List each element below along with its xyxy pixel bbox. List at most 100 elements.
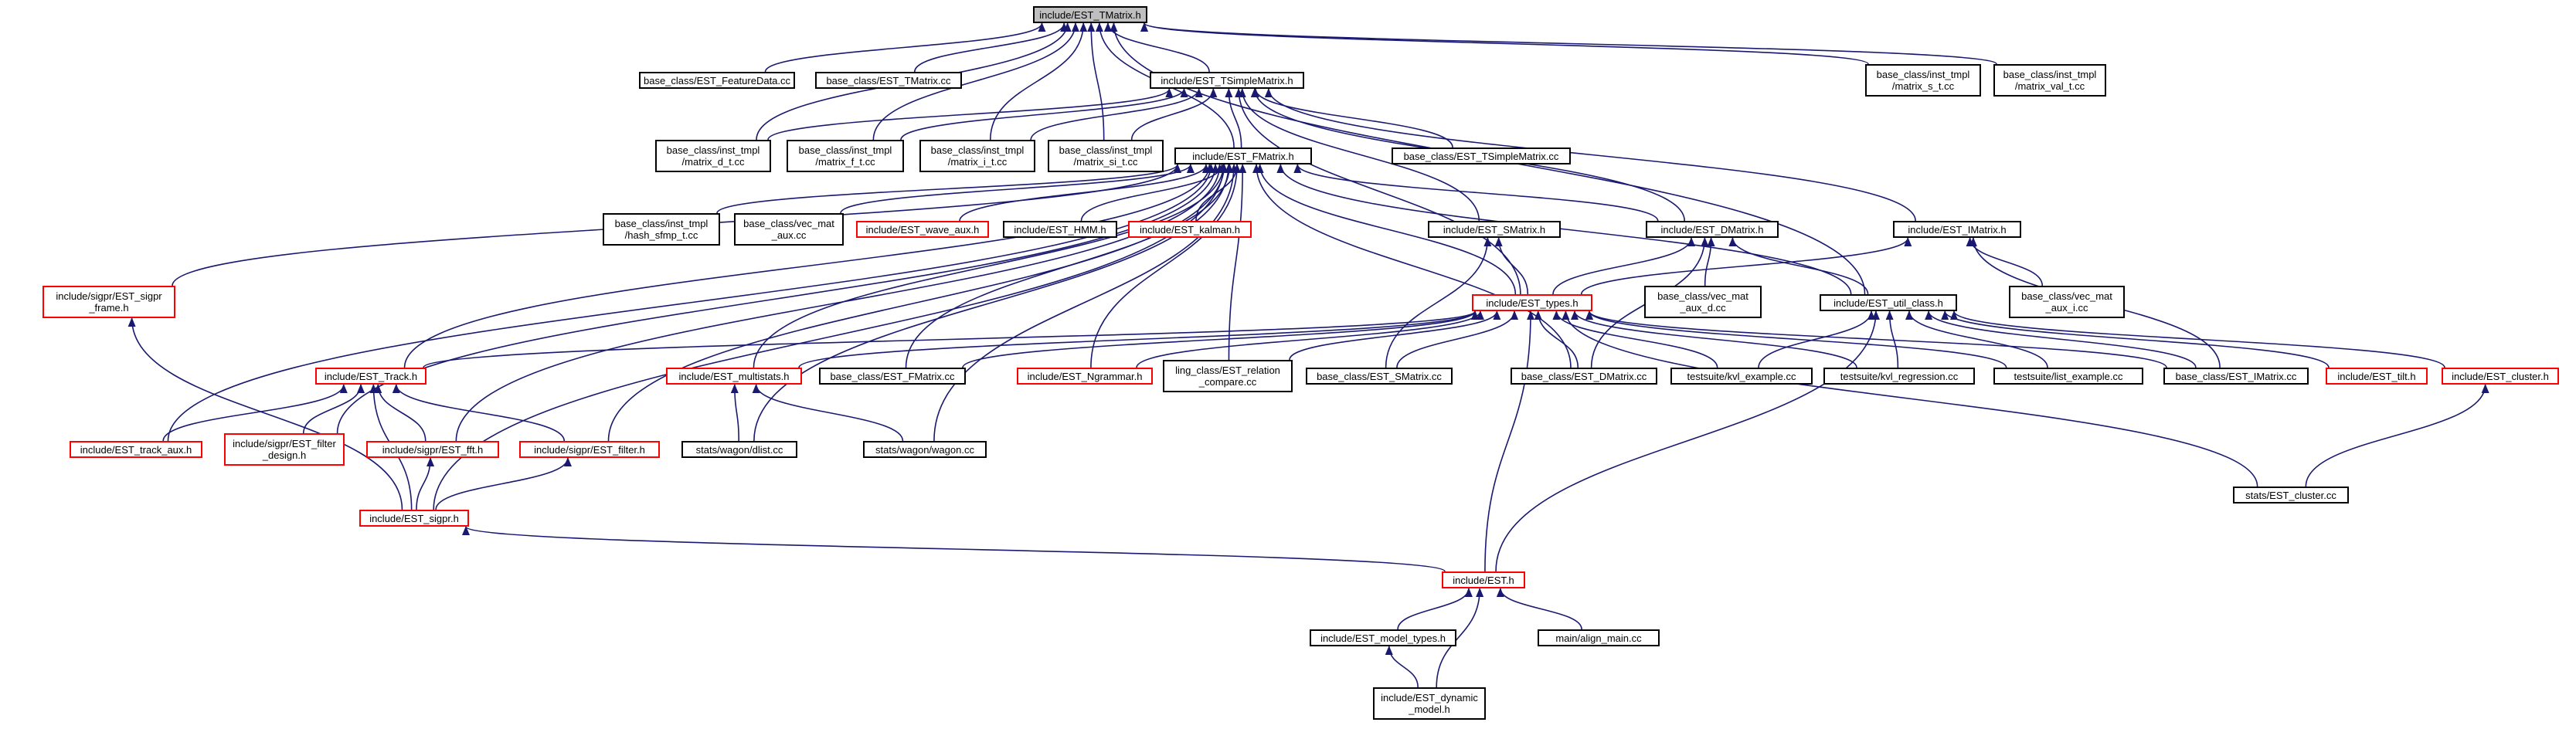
edge-model-types-to-est-h bbox=[1397, 588, 1473, 630]
edge-imatrix-cc-to-util-class bbox=[1925, 310, 2197, 368]
node-est-types[interactable]: include/EST_types.h bbox=[1472, 294, 1592, 311]
edge-relation-compare-to-est-types bbox=[1289, 310, 1501, 361]
node-sigpr[interactable]: include/EST_sigpr.h bbox=[359, 510, 469, 527]
node-tilt[interactable]: include/EST_tilt.h bbox=[2326, 368, 2428, 385]
edge-cluster-to-util-class bbox=[1950, 310, 2445, 368]
edge-est-h-to-sigpr bbox=[462, 526, 1446, 572]
node-list-example[interactable]: testsuite/list_example.cc bbox=[1993, 368, 2143, 385]
node-vec-mat-aux-d[interactable]: base_class/vec_mat _aux_d.cc bbox=[1644, 286, 1762, 318]
edge-multistats-to-fmatrix bbox=[753, 164, 1228, 368]
edge-imatrix-cc-to-est-types bbox=[1585, 310, 2167, 368]
node-fmatrix-cc[interactable]: base_class/EST_FMatrix.cc bbox=[819, 368, 966, 385]
edge-sigpr-to-sigpr-frame bbox=[127, 317, 403, 510]
node-featuredata[interactable]: base_class/EST_FeatureData.cc bbox=[639, 72, 795, 89]
edge-tmatrix-cc-to-tmatrix bbox=[913, 22, 1069, 73]
node-sigpr-frame[interactable]: include/sigpr/EST_sigpr _frame.h bbox=[42, 286, 175, 318]
node-wagon[interactable]: stats/wagon/wagon.cc bbox=[863, 441, 987, 458]
node-tsimplematrix[interactable]: include/EST_TSimpleMatrix.h bbox=[1150, 72, 1304, 89]
node-wave-aux[interactable]: include/EST_wave_aux.h bbox=[856, 221, 989, 238]
node-tmatrix-cc[interactable]: base_class/EST_TMatrix.cc bbox=[815, 72, 962, 89]
edge-track-to-est-types bbox=[423, 310, 1479, 368]
edge-matrix-f-t-to-tmatrix bbox=[872, 22, 1079, 141]
edge-relation-compare-to-fmatrix bbox=[1228, 164, 1247, 361]
edge-est-h-to-util-class bbox=[1495, 310, 1880, 572]
node-matrix-f-t[interactable]: base_class/inst_tmpl /matrix_f_t.cc bbox=[787, 140, 904, 172]
edge-dynamic-model-to-est-h bbox=[1436, 588, 1484, 688]
node-kvl-regression[interactable]: testsuite/kvl_regression.cc bbox=[1823, 368, 1975, 385]
node-imatrix-cc[interactable]: base_class/EST_IMatrix.cc bbox=[2163, 368, 2309, 385]
node-smatrix-cc[interactable]: base_class/EST_SMatrix.cc bbox=[1306, 368, 1453, 385]
node-hash-sfmp-t[interactable]: base_class/inst_tmpl /hash_sfmp_t.cc bbox=[603, 213, 720, 246]
edge-filter-to-fmatrix bbox=[607, 164, 1229, 442]
node-matrix-s-t[interactable]: base_class/inst_tmpl /matrix_s_t.cc bbox=[1865, 64, 1981, 97]
edge-matrix-i-t-to-tmatrix bbox=[989, 22, 1088, 141]
edge-tilt-to-util-class bbox=[1941, 310, 2330, 368]
edge-track-aux-to-fmatrix bbox=[167, 164, 1215, 442]
node-filter-design[interactable]: include/sigpr/EST_filter _design.h bbox=[224, 433, 345, 466]
node-filter[interactable]: include/sigpr/EST_filter.h bbox=[519, 441, 660, 458]
edge-matrix-si-t-to-tmatrix bbox=[1087, 22, 1105, 141]
edge-est-cluster-cc-to-est-types bbox=[1562, 310, 2258, 487]
edge-est-cluster-cc-to-cluster bbox=[2305, 384, 2489, 487]
edge-featuredata-to-tmatrix bbox=[764, 22, 1046, 73]
node-model-types[interactable]: include/EST_model_types.h bbox=[1310, 629, 1456, 646]
edge-dynamic-model-to-model-types bbox=[1385, 646, 1419, 688]
node-util-class[interactable]: include/EST_util_class.h bbox=[1820, 294, 1957, 311]
node-imatrix[interactable]: include/EST_IMatrix.h bbox=[1893, 221, 2021, 238]
node-tmatrix: include/EST_TMatrix.h bbox=[1033, 6, 1147, 23]
node-matrix-i-t[interactable]: base_class/inst_tmpl /matrix_i_t.cc bbox=[919, 140, 1035, 172]
edge-hash-sfmp-t-to-fmatrix bbox=[716, 164, 1181, 214]
edge-smatrix-cc-to-est-types bbox=[1396, 310, 1519, 368]
edge-est-types-to-dmatrix bbox=[1552, 237, 1695, 295]
edge-dmatrix-to-fmatrix bbox=[1293, 164, 1659, 222]
node-dlist[interactable]: stats/wagon/dlist.cc bbox=[681, 441, 797, 458]
edge-dmatrix-cc-to-est-types bbox=[1534, 310, 1579, 368]
node-tsimplematrix-cc[interactable]: base_class/EST_TSimpleMatrix.cc bbox=[1392, 147, 1571, 164]
node-est-cluster-cc[interactable]: stats/EST_cluster.cc bbox=[2233, 487, 2349, 504]
node-est-h[interactable]: include/EST.h bbox=[1442, 571, 1525, 588]
edge-sigpr-to-fft bbox=[416, 457, 435, 510]
node-vec-mat-aux-i[interactable]: base_class/vec_mat _aux_i.cc bbox=[2009, 286, 2125, 318]
edge-dlist-to-multistats bbox=[730, 384, 739, 442]
node-cluster[interactable]: include/EST_cluster.h bbox=[2442, 368, 2559, 385]
node-dynamic-model[interactable]: include/EST_dynamic _model.h bbox=[1373, 687, 1486, 720]
edge-vec-mat-aux-to-fmatrix bbox=[840, 164, 1195, 214]
edge-matrix-s-t-to-tmatrix bbox=[1140, 22, 1869, 65]
node-matrix-val-t[interactable]: base_class/inst_tmpl /matrix_val_t.cc bbox=[1993, 64, 2106, 97]
node-vec-mat-aux[interactable]: base_class/vec_mat _aux.cc bbox=[734, 213, 844, 246]
node-dmatrix-cc[interactable]: base_class/EST_DMatrix.cc bbox=[1511, 368, 1657, 385]
edge-fmatrix-to-tsimplematrix bbox=[1225, 88, 1242, 148]
node-matrix-si-t[interactable]: base_class/inst_tmpl /matrix_si_t.cc bbox=[1048, 140, 1164, 172]
edge-vec-mat-aux-d-to-dmatrix bbox=[1704, 237, 1715, 287]
node-multistats[interactable]: include/EST_multistats.h bbox=[666, 368, 802, 385]
edge-est-types-to-fmatrix bbox=[1256, 164, 1517, 295]
node-kalman[interactable]: include/EST_kalman.h bbox=[1128, 221, 1252, 238]
edge-est-types-to-smatrix bbox=[1494, 237, 1529, 295]
node-track[interactable]: include/EST_Track.h bbox=[315, 368, 427, 385]
edge-est-h-to-est-types bbox=[1484, 310, 1535, 572]
edge-tsimplematrix-cc-to-tsimplematrix bbox=[1252, 88, 1453, 148]
node-fft[interactable]: include/sigpr/EST_fft.h bbox=[366, 441, 499, 458]
node-align-main[interactable]: main/align_main.cc bbox=[1538, 629, 1660, 646]
node-fmatrix[interactable]: include/EST_FMatrix.h bbox=[1174, 147, 1312, 164]
node-ngrammar[interactable]: include/EST_Ngrammar.h bbox=[1017, 368, 1153, 385]
edge-kvl-example-to-est-types bbox=[1552, 310, 1718, 368]
edge-wagon-to-fmatrix bbox=[933, 164, 1239, 442]
node-matrix-d-t[interactable]: base_class/inst_tmpl /matrix_d_t.cc bbox=[655, 140, 771, 172]
edge-util-class-to-dmatrix bbox=[1728, 237, 1869, 295]
edge-multistats-to-est-types bbox=[798, 310, 1479, 368]
node-smatrix[interactable]: include/EST_SMatrix.h bbox=[1428, 221, 1561, 238]
node-hmm[interactable]: include/EST_HMM.h bbox=[1003, 221, 1117, 238]
edge-smatrix-cc-to-smatrix bbox=[1385, 237, 1492, 368]
node-dmatrix[interactable]: include/EST_DMatrix.h bbox=[1646, 221, 1779, 238]
edge-align-main-to-est-h bbox=[1496, 588, 1582, 630]
node-relation-compare[interactable]: ling_class/EST_relation _compare.cc bbox=[1163, 360, 1293, 392]
node-track-aux[interactable]: include/EST_track_aux.h bbox=[70, 441, 202, 458]
edges-layer bbox=[127, 22, 2489, 688]
edge-ngrammar-to-est-types bbox=[1136, 310, 1484, 368]
node-kvl-example[interactable]: testsuite/kvl_example.cc bbox=[1670, 368, 1813, 385]
edge-filter-design-to-track bbox=[302, 384, 365, 434]
edge-fft-to-track bbox=[374, 384, 427, 442]
edge-matrix-val-t-to-tmatrix bbox=[1140, 22, 1997, 65]
edge-track-to-fmatrix bbox=[403, 164, 1214, 368]
